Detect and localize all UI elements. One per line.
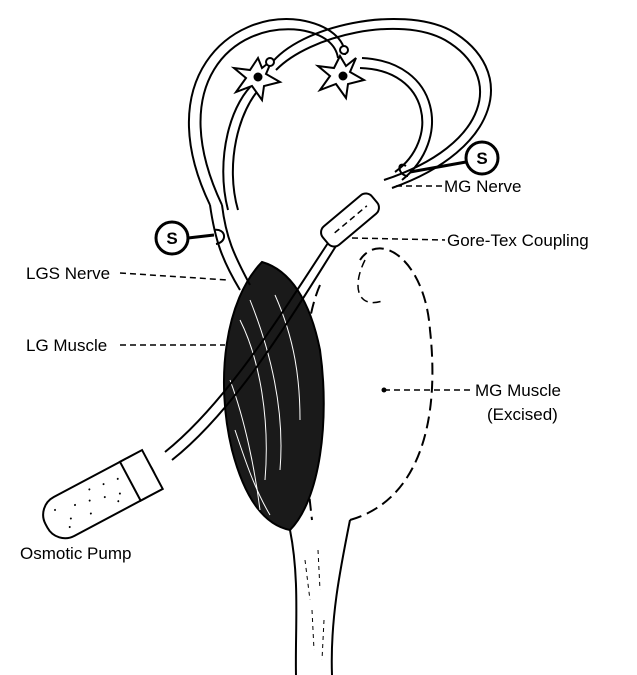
lg-muscle bbox=[224, 262, 324, 530]
label-mg-muscle-excised: (Excised) bbox=[487, 405, 558, 424]
label-mg-nerve: MG Nerve bbox=[444, 177, 521, 196]
label-lgs-nerve: LGS Nerve bbox=[26, 264, 110, 283]
neuron-right bbox=[318, 56, 364, 98]
label-mg-muscle: MG Muscle bbox=[475, 381, 561, 400]
nerve-loop-left bbox=[189, 19, 345, 205]
tendon bbox=[290, 520, 350, 675]
stimulator-right-label: S bbox=[476, 149, 487, 168]
label-gore-tex-coupling: Gore-Tex Coupling bbox=[447, 231, 589, 250]
lgs-nerve-stem bbox=[210, 205, 250, 290]
stimulator-left-label: S bbox=[166, 229, 177, 248]
neuron-terminal-left bbox=[266, 58, 274, 66]
label-lg-muscle: LG Muscle bbox=[26, 336, 107, 355]
neuron-terminal-right bbox=[340, 46, 348, 54]
gore-tex-coupling-tube bbox=[318, 190, 382, 250]
mg-muscle-marker bbox=[382, 388, 387, 393]
mg-muscle-inner bbox=[358, 260, 385, 303]
osmotic-pump bbox=[36, 450, 163, 545]
label-osmotic-pump: Osmotic Pump bbox=[20, 544, 131, 563]
